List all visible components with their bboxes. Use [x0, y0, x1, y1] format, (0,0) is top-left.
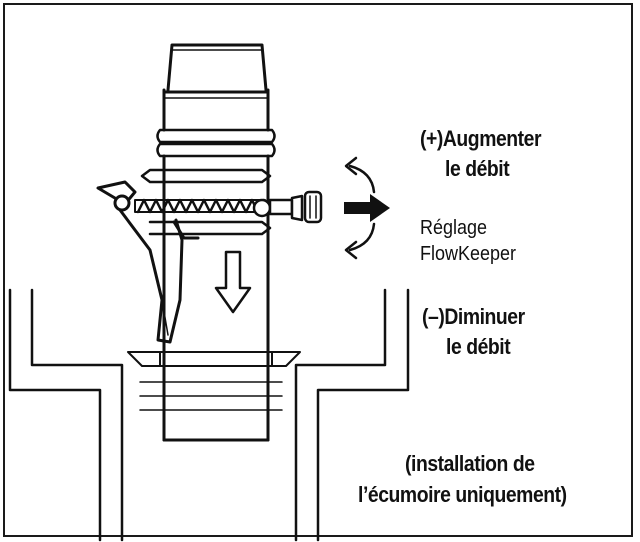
flowkeeper-lever [96, 180, 200, 344]
pipe [127, 43, 301, 442]
adjustment-knob [252, 190, 323, 224]
decrease-flow-label-line1: (–)Diminuer [422, 304, 525, 329]
install-note-line2: l’écumoire uniquement) [358, 482, 567, 507]
increase-flow-label-line2: le débit [445, 156, 510, 181]
rotation-arrows [344, 156, 376, 260]
adjust-label-line1: Réglage [420, 217, 488, 239]
adjust-label-line2: FlowKeeper [420, 243, 517, 265]
decrease-flow-label-line2: le débit [446, 334, 511, 359]
direction-arrow [344, 194, 390, 222]
flow-down-arrow [214, 250, 252, 314]
increase-flow-label-line1: (+)Augmenter [420, 126, 542, 151]
install-note-line1: (installation de [405, 451, 535, 476]
adjustment-spring [134, 198, 266, 214]
skimmer-housing [8, 288, 410, 542]
